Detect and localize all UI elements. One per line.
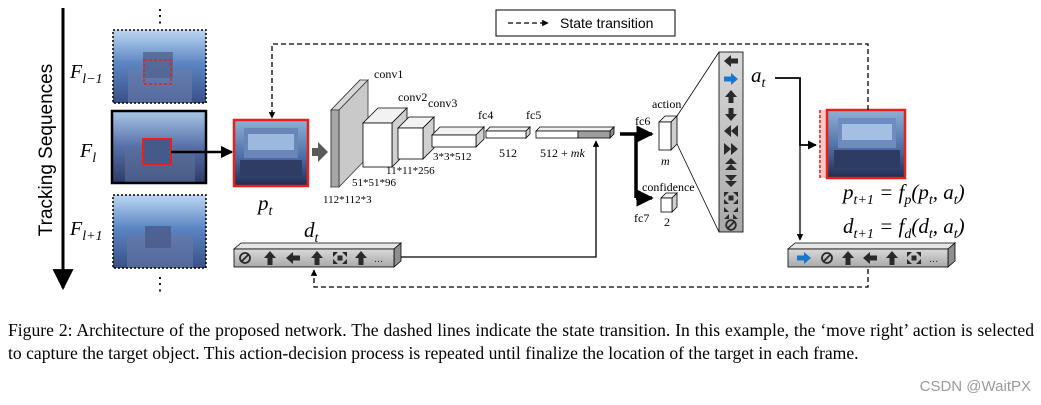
action-label: action	[652, 97, 681, 111]
ellipsis-top: ⋮	[151, 6, 169, 26]
move-down-fast-icon	[725, 175, 737, 187]
move-right-icon	[797, 252, 811, 264]
frame-sequence: ⋮ ⋮ Fl−1 Fl Fl+1	[69, 6, 208, 294]
scale-down-icon	[724, 207, 738, 219]
input-arrow	[312, 142, 328, 162]
frame-next	[112, 194, 207, 269]
conv2-out-label: 11*11*256	[386, 165, 435, 177]
frame-label-next: Fl+1	[69, 218, 103, 244]
move-up-icon	[355, 251, 367, 265]
frame-label-prev: Fl−1	[69, 61, 103, 87]
equation-d: dt+1 = fd(dt, at)	[843, 214, 965, 242]
stop-icon	[239, 252, 251, 264]
output-branch: fc6 fc7 action m confidence 2	[620, 51, 720, 233]
target-box-prev	[143, 59, 172, 85]
state-transition-bottom	[310, 269, 869, 288]
action-list	[718, 51, 744, 233]
equation-p: pt+1 = fp(pt, at)	[841, 180, 965, 208]
fc7-label: fc7	[634, 211, 649, 225]
move-up-icon	[725, 90, 737, 103]
move-right-fast-icon	[724, 143, 738, 155]
move-right-icon	[724, 73, 738, 85]
conv1-label: conv1	[374, 67, 403, 81]
move-up-icon	[842, 251, 854, 265]
move-left-icon	[286, 252, 300, 264]
figure-caption: Figure 2: Architecture of the proposed n…	[8, 320, 1034, 363]
move-down-icon	[725, 108, 737, 121]
confidence-label: confidence	[642, 180, 695, 194]
action-to-next-patch	[775, 77, 817, 150]
conv-layers: conv1 112*112*3 conv2 51*51*96 conv3 11*…	[323, 67, 485, 206]
axis-label: Tracking Sequences	[36, 64, 57, 237]
frame-label-current: Fl	[79, 140, 96, 166]
sequence-axis: Tracking Sequences	[36, 8, 74, 291]
dynamics-label: dt	[304, 218, 320, 246]
move-up-icon	[886, 251, 898, 265]
conv2-label: conv2	[398, 90, 427, 104]
fc5-out-label: 512 + mk	[540, 146, 585, 160]
move-up-fast-icon	[725, 158, 737, 170]
conv3-out-label: 3*3*512	[433, 151, 472, 163]
frame-prev	[112, 29, 207, 104]
move-left-fast-icon	[724, 125, 738, 137]
fc4-out-label: 512	[499, 146, 517, 160]
input-patch: pt	[232, 118, 310, 219]
action-dim-label: m	[661, 154, 670, 168]
watermark: CSDN @WaitPX	[919, 378, 1031, 395]
move-left-icon	[863, 252, 877, 264]
ellipsis-bottom: ⋮	[151, 274, 169, 294]
move-up-icon	[264, 251, 276, 265]
action-output-label: at	[751, 63, 767, 91]
fc6-label: fc6	[635, 114, 650, 128]
fc5-label: fc5	[526, 108, 541, 122]
frame-current	[110, 109, 208, 185]
dynamics-ellipsis: ...	[374, 253, 383, 265]
stop-icon	[725, 219, 737, 231]
next-patch	[819, 108, 907, 180]
fc4-label: fc4	[478, 108, 493, 122]
dynamics-ellipsis: ...	[929, 253, 938, 265]
state-transition-top	[268, 43, 869, 119]
input-size-label: 112*112*3	[323, 194, 372, 206]
fc-layers: fc4 512 fc5 512 + mk	[478, 108, 615, 160]
stop-icon	[821, 252, 833, 264]
confidence-dim-label: 2	[664, 215, 670, 229]
move-left-icon	[724, 55, 738, 67]
conv3-label: conv3	[428, 96, 457, 110]
dynamics-bar-in: dt ...	[232, 218, 403, 268]
legend: State transition	[495, 9, 676, 37]
move-up-icon	[311, 251, 323, 265]
scale-up-icon	[724, 192, 738, 204]
conv1-out-label: 51*51*96	[352, 177, 397, 189]
scale-up-icon	[907, 252, 921, 264]
scale-up-icon	[333, 252, 347, 264]
patch-label: pt	[256, 191, 274, 219]
dynamics-to-fc5	[396, 140, 600, 258]
legend-label: State transition	[560, 15, 653, 31]
network-diagram: State transition Tracking Sequences ⋮	[36, 6, 965, 294]
dynamics-bar-out: ...	[786, 242, 957, 268]
